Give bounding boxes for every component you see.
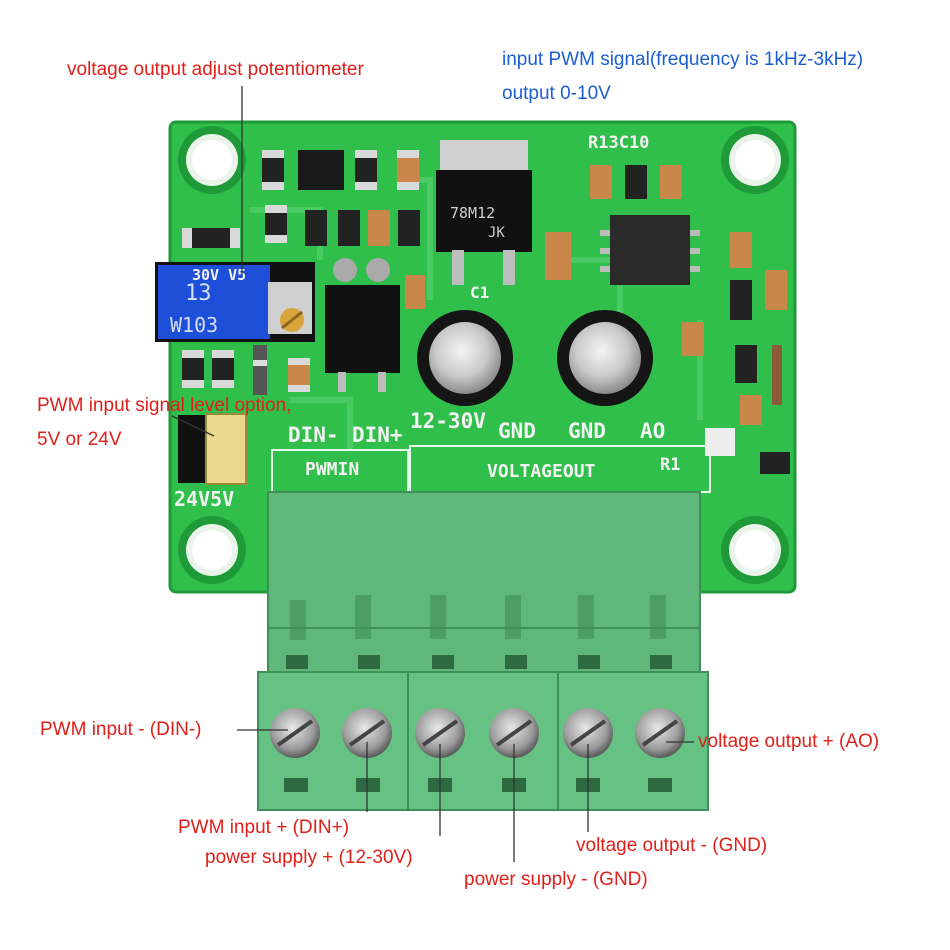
silk-12-30v: 12-30V — [410, 409, 486, 433]
jumper — [178, 413, 247, 485]
pot-text-2: W103 — [170, 313, 218, 337]
potentiometer-label: voltage output adjust potentiometer — [67, 59, 364, 80]
potentiometer: 13 W103 — [155, 262, 315, 342]
silk-c1: C1 — [470, 283, 489, 302]
regulator-text-2: JK — [488, 225, 505, 241]
silk-ao: AO — [640, 419, 665, 443]
power-minus-label: power supply - (GND) — [464, 869, 648, 890]
silk-24v5v: 24V5V — [174, 487, 234, 511]
optocoupler — [325, 258, 400, 392]
mounting-holes — [178, 126, 789, 584]
voltage-minus-label: voltage output - (GND) — [576, 835, 768, 856]
smd-components — [182, 150, 790, 474]
voltage-plus-label: voltage output + (AO) — [698, 731, 880, 752]
leader-lines — [171, 86, 694, 862]
pot-text-1: 13 — [185, 281, 212, 306]
silk-gnd-1: GND — [498, 419, 536, 443]
level-option-label-2: 5V or 24V — [37, 429, 122, 450]
regulator-text-1: 78M12 — [450, 204, 495, 222]
silk-30v-v5: 30V V5 — [192, 266, 246, 284]
silk-gnd-2: GND — [568, 419, 606, 443]
silk-r1: R1 — [660, 455, 680, 475]
electrolytic-capacitors — [417, 310, 653, 406]
din-minus-label: PWM input - (DIN-) — [40, 719, 202, 740]
din-plus-label: PWM input + (DIN+) — [178, 817, 350, 838]
power-plus-label: power supply + (12-30V) — [205, 847, 413, 868]
level-option-label-1: PWM input signal level option, — [37, 395, 292, 416]
terminal-block — [257, 491, 709, 811]
silk-pwmin: PWMIN — [305, 459, 359, 480]
silk-din-minus: DIN- — [288, 423, 339, 447]
silk-din-plus: DIN+ — [352, 423, 403, 447]
voltage-regulator: 78M12 JK — [436, 140, 532, 285]
pwm-signal-label-1: input PWM signal(frequency is 1kHz-3kHz) — [502, 49, 864, 70]
silk-voltageout: VOLTAGEOUT — [487, 461, 596, 482]
ic-chip — [600, 215, 700, 285]
pwm-signal-label-2: output 0-10V — [502, 83, 611, 104]
silk-r13c10: R13C10 — [588, 133, 649, 153]
